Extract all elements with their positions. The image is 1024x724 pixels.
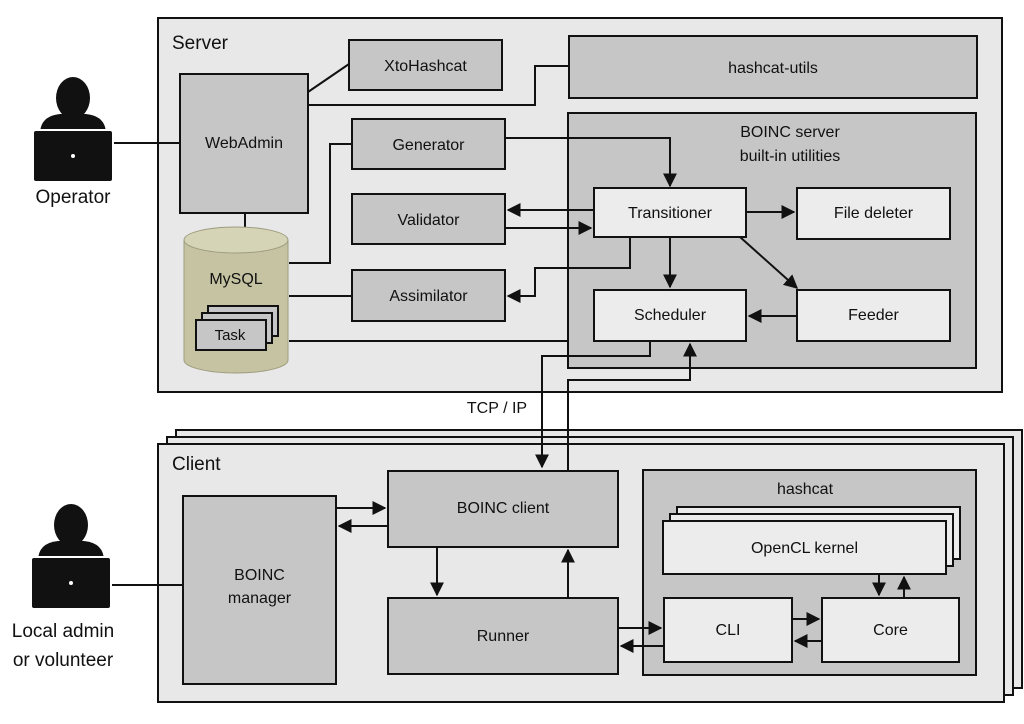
core-label: Core [873,622,908,639]
feeder-label: Feeder [848,307,899,324]
feeder-box [796,289,951,342]
boinc-utilities-title-line2: built-in utilities [740,148,840,165]
arrow-transitioner-to-assimilator [506,237,631,303]
boinc-client-label: BOINC client [457,500,550,517]
runner-box [387,597,619,675]
validator-label: Validator [398,212,461,229]
tcpip-arrows [535,341,697,471]
client-arrows [112,501,911,653]
tcpip-label: TCP / IP [467,400,527,417]
arrow-scheduler-to-client [535,341,651,469]
operator-label: Operator [36,187,112,208]
validator-box [351,193,506,245]
scheduler-label: Scheduler [634,307,707,324]
mysql-database-icon [183,226,289,374]
opencl-kernel-stack [662,506,961,575]
local-admin-icon [30,504,112,610]
file-deleter-box [796,187,951,240]
server-arrows [505,137,799,323]
arrow-client-to-scheduler [567,342,697,471]
arrow-generator-to-transitioner [505,137,677,188]
arrow-transitioner-to-feeder [739,236,799,289]
file-deleter-label: File deleter [834,205,914,222]
assimilator-box [351,269,506,322]
boinc-utilities-title-line1: BOINC server [740,124,840,141]
generator-label: Generator [392,137,465,154]
client-title: Client [172,454,221,475]
operator-icon [32,77,114,183]
hashcat-utils-box [568,35,978,99]
boinc-client-box [387,470,619,548]
opencl-kernel-label: OpenCL kernel [751,540,858,557]
core-box [821,597,960,663]
server-connectors [112,63,569,342]
cli-box [663,597,793,663]
cli-label: CLI [716,622,741,639]
runner-label: Runner [477,628,530,645]
server-title: Server [172,33,229,54]
local-admin-label-line1: Local admin [12,621,114,642]
webadmin-label: WebAdmin [205,135,283,152]
hashcat-utils-label: hashcat-utils [728,60,818,77]
hashcat-title: hashcat [777,481,834,498]
mysql-label: MySQL [209,271,262,288]
generator-box [351,118,506,170]
scheduler-box [593,289,747,342]
transitioner-label: Transitioner [628,205,713,222]
assimilator-label: Assimilator [389,288,468,305]
boinc-manager-label-line1: BOINC [234,567,285,584]
boinc-manager-box [182,495,337,685]
boinc-manager-label-line2: manager [228,590,292,607]
task-stack [195,305,279,351]
webadmin-box [179,73,309,214]
xtohashcat-box [348,39,503,91]
task-label: Task [215,327,246,344]
xtohashcat-label: XtoHashcat [384,58,467,75]
local-admin-label-line2: or volunteer [13,650,114,671]
